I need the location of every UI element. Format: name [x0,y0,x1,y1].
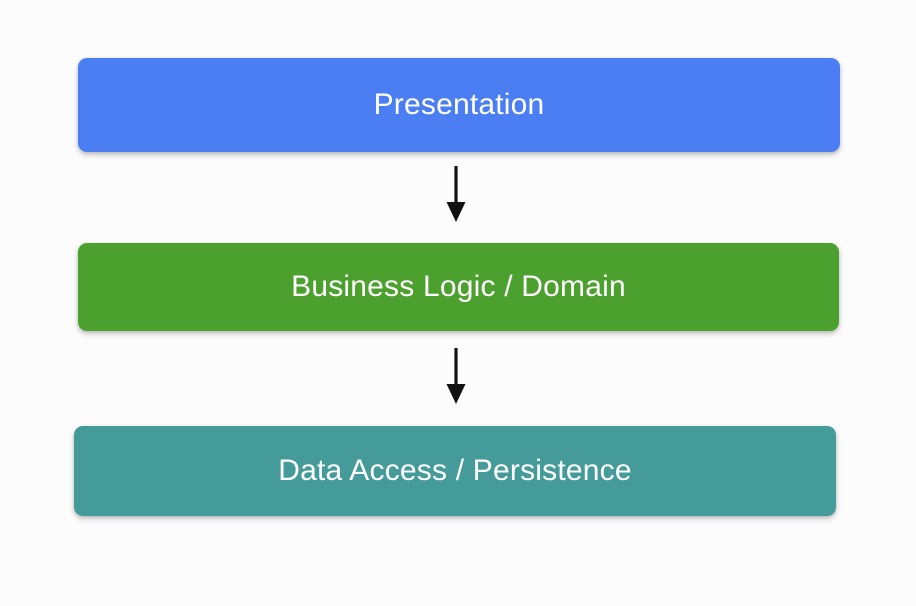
arrow-business-to-data [434,346,478,406]
layer-label-data-access: Data Access / Persistence [278,454,632,487]
layer-box-data-access[interactable]: Data Access / Persistence [74,426,836,516]
layer-label-presentation: Presentation [373,88,545,121]
arrow-down-icon [446,348,466,404]
layer-label-business-logic: Business Logic / Domain [291,270,626,303]
layer-box-presentation[interactable]: Presentation [78,58,840,152]
arrow-down-icon [446,166,466,222]
layer-box-business-logic[interactable]: Business Logic / Domain [78,243,839,331]
arrow-presentation-to-business [434,164,478,224]
